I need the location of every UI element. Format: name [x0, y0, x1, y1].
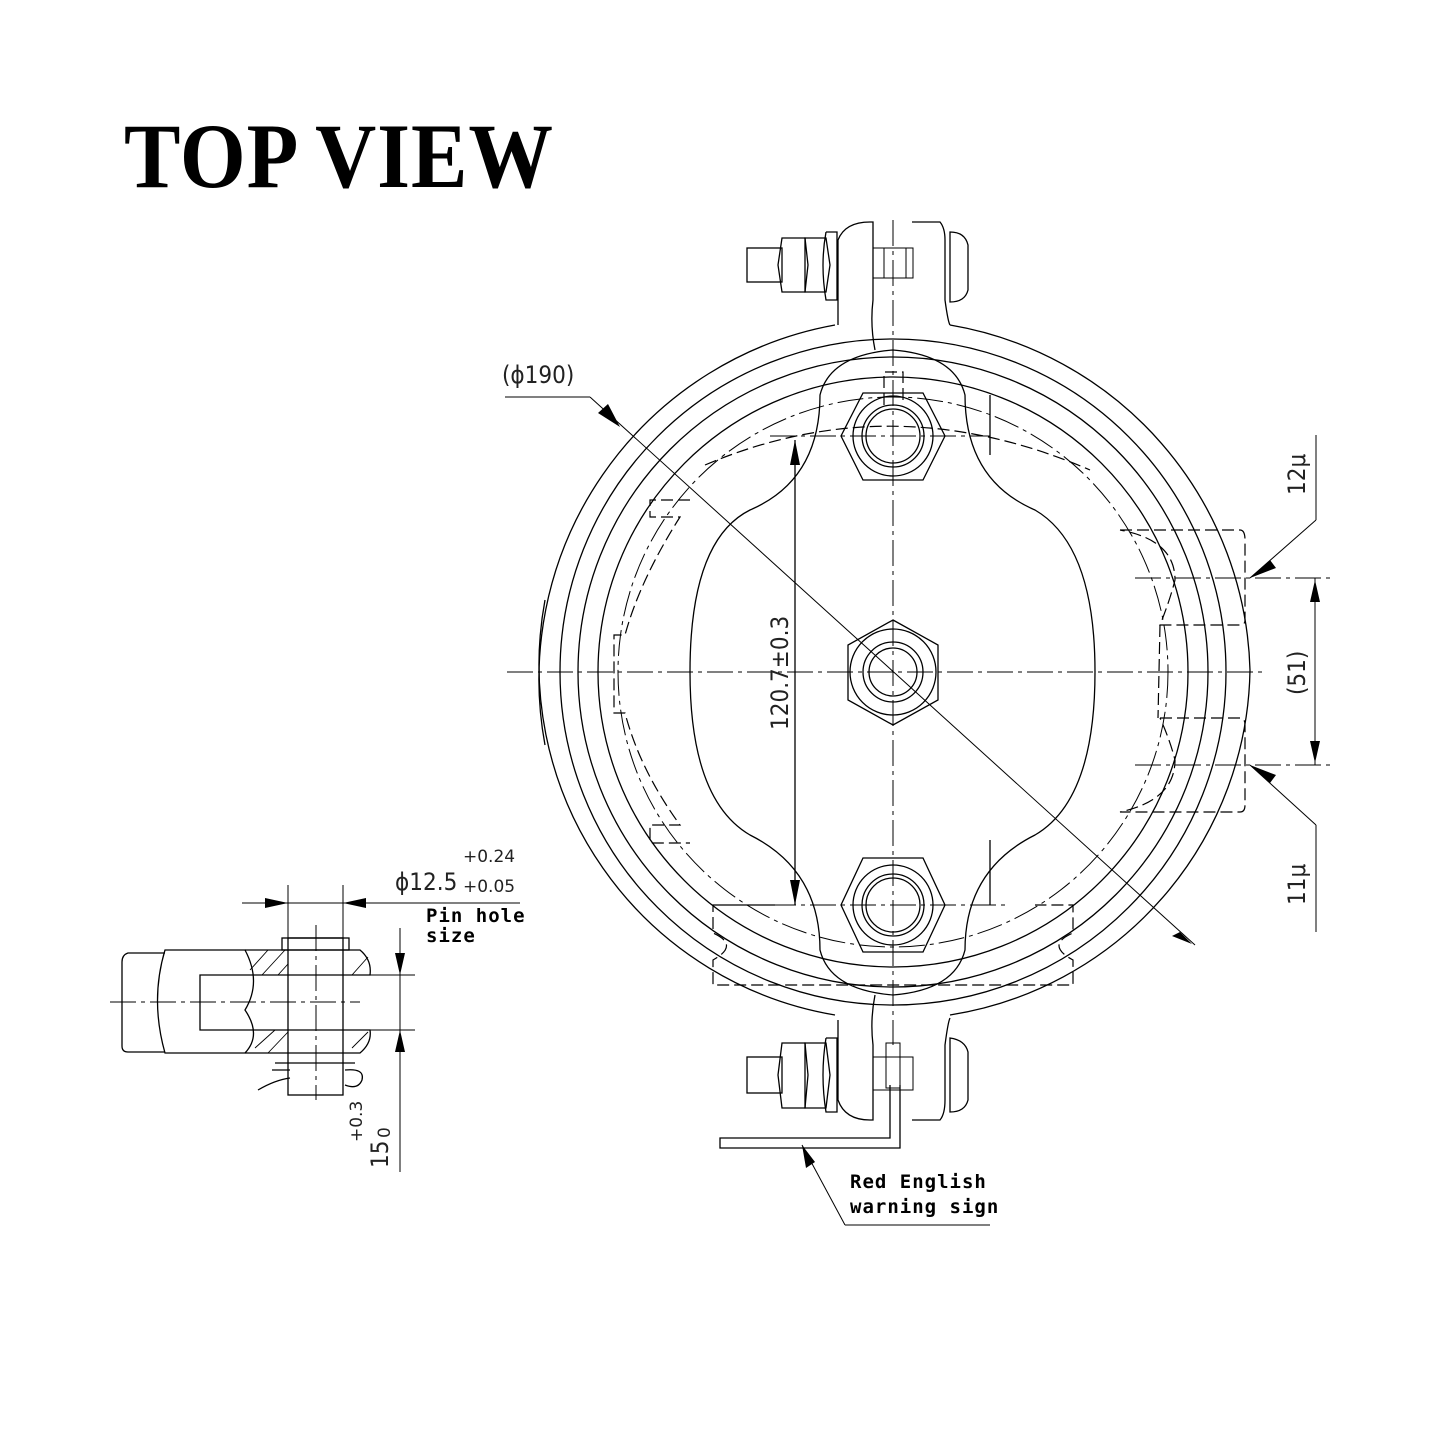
bottom-clamp-bolt [746, 994, 969, 1121]
clevis-detail [110, 885, 520, 1172]
bottom-hex-nut [840, 857, 946, 953]
clevis-width-nominal: 15 [366, 1141, 394, 1168]
dim-pin-hole: ϕ12.5 +0.24 +0.05 Pin hole size [395, 847, 526, 947]
pin-hole-note-line1: Pin hole [426, 905, 526, 927]
pin-hole-nominal: ϕ12.5 [395, 868, 457, 896]
dim-outer-diameter: (ϕ190) [502, 361, 1196, 946]
clevis-width-lower-tol: 0 [375, 1127, 395, 1138]
clevis-width-upper-tol: +0.3 [347, 1101, 367, 1142]
warning-note-line2: warning sign [850, 1196, 999, 1218]
dim-lower-port: 11μ [1249, 764, 1317, 932]
bolt-spacing-label: 120.7±0.3 [766, 616, 794, 730]
pin-hole-upper-tol: +0.24 [463, 847, 515, 867]
dim-port-spacing: (51) [1283, 578, 1320, 765]
pin-hole-note-line2: size [426, 925, 476, 947]
lower-port-label: 11μ [1283, 864, 1311, 905]
dim-bolt-spacing: 120.7±0.3 [766, 440, 800, 905]
outer-diameter-label: (ϕ190) [502, 361, 574, 389]
top-hex-nut [840, 371, 946, 481]
dim-clevis-width: 15 +0.3 0 [347, 1101, 395, 1168]
center-hex-nut [847, 619, 939, 726]
dim-upper-port: 12μ [1249, 435, 1317, 579]
pin-hole-lower-tol: +0.05 [463, 877, 515, 897]
top-clamp-bolt [746, 221, 969, 351]
port-spacing-label: (51) [1283, 651, 1311, 695]
warning-note-line1: Red English [850, 1171, 987, 1193]
warning-sign-callout: Red English warning sign [801, 1144, 999, 1226]
upper-port-label: 12μ [1283, 454, 1311, 495]
brake-chamber-top-view [507, 220, 1335, 1149]
page-title: TOP VIEW [124, 105, 554, 207]
